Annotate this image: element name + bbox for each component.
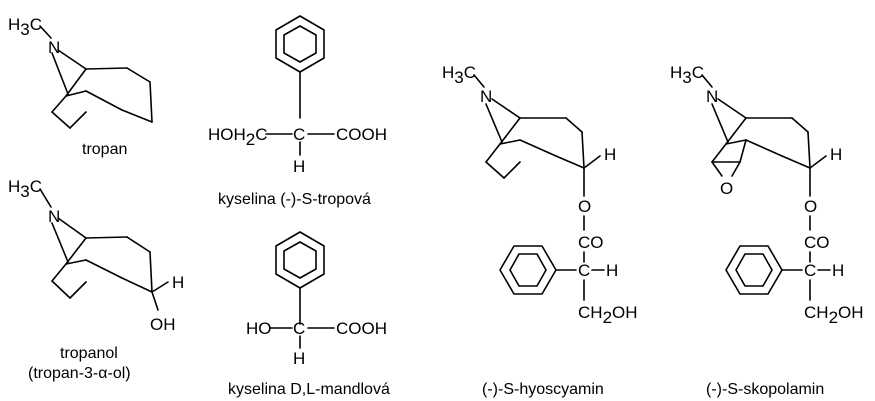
tropic-acid-cooh-label: COOH — [336, 125, 387, 144]
mandelic-acid-ho-label: HO — [246, 319, 272, 338]
skopolamin-structure: H3C N O H O CO C H — [670, 63, 864, 398]
hyoscyamin-h-label: H — [604, 145, 616, 164]
mandelic-acid-caption: kyselina D,L-mandlová — [228, 381, 390, 398]
tropan-caption: tropan — [82, 141, 127, 158]
skopolamin-h3c-label: H3C — [670, 63, 704, 87]
tropan-bonds — [39, 25, 153, 129]
hyoscyamin-h2-label: H — [606, 261, 618, 280]
tropanol-h-label: H — [172, 273, 184, 292]
tropanol-oh-label: OH — [150, 315, 176, 334]
tropic-acid-h-label: H — [293, 157, 305, 176]
skopolamin-ch2oh-label: CH2OH — [804, 303, 864, 327]
hyoscyamin-co-label: CO — [578, 233, 604, 252]
tropan-structure: H3C N tropan — [8, 15, 153, 158]
skopolamin-caption: (-)-S-skopolamin — [706, 381, 824, 398]
hyoscyamin-skeleton-bonds — [473, 74, 601, 197]
skopolamin-h-label: H — [830, 145, 842, 164]
tropanol-structure: H3C N H OH tropanol (tropan-3-α-ol) — [8, 177, 184, 382]
skopolamin-h2-label: H — [832, 261, 844, 280]
tropanol-h3c-label: H3C — [8, 177, 42, 201]
tropic-acid-hoh2c-label: HOH2C — [208, 125, 268, 149]
hyoscyamin-structure: H3C N H O CO C H — [442, 63, 638, 398]
tropan-n-label: N — [48, 38, 60, 57]
hyoscyamin-caption: (-)-S-hyoscyamin — [482, 381, 604, 398]
hyoscyamin-ester-o-label: O — [578, 197, 591, 216]
mandelic-acid-cooh-label: COOH — [336, 319, 387, 338]
skopolamin-n-label: N — [706, 87, 718, 106]
tropanol-caption-line2: (tropan-3-α-ol) — [28, 365, 131, 382]
skopolamin-ester-o-label: O — [804, 197, 817, 216]
skopolamin-epoxide-o-label: O — [720, 179, 733, 198]
hyoscyamin-ch2oh-label: CH2OH — [578, 303, 638, 327]
mandelic-acid-c-label: C — [293, 319, 305, 338]
tropic-acid-benzene — [275, 15, 325, 73]
mandelic-acid-h-label: H — [293, 349, 305, 368]
mandelic-acid-benzene — [275, 231, 325, 289]
tropanol-caption-line1: tropanol — [60, 345, 118, 362]
tropanol-bonds — [39, 188, 169, 311]
tropan-h3c-label: H3C — [8, 15, 42, 39]
hyoscyamin-c-label: C — [578, 261, 590, 280]
hyoscyamin-benzene — [499, 245, 557, 295]
skopolamin-c-label: C — [804, 261, 816, 280]
tropanol-n-label: N — [48, 207, 60, 226]
skopolamin-co-label: CO — [804, 233, 830, 252]
hyoscyamin-n-label: N — [480, 87, 492, 106]
mandelic-acid-structure: HO C COOH H kyselina D,L-mandlová — [228, 231, 390, 398]
tropic-acid-caption: kyselina (-)-S-tropová — [218, 191, 371, 208]
skopolamin-benzene — [725, 245, 783, 295]
skopolamin-skeleton-bonds — [701, 74, 827, 197]
hyoscyamin-h3c-label: H3C — [442, 63, 476, 87]
tropic-acid-c-label: C — [293, 125, 305, 144]
tropic-acid-structure: HOH2C C COOH H kyselina (-)-S-tropová — [208, 15, 387, 208]
